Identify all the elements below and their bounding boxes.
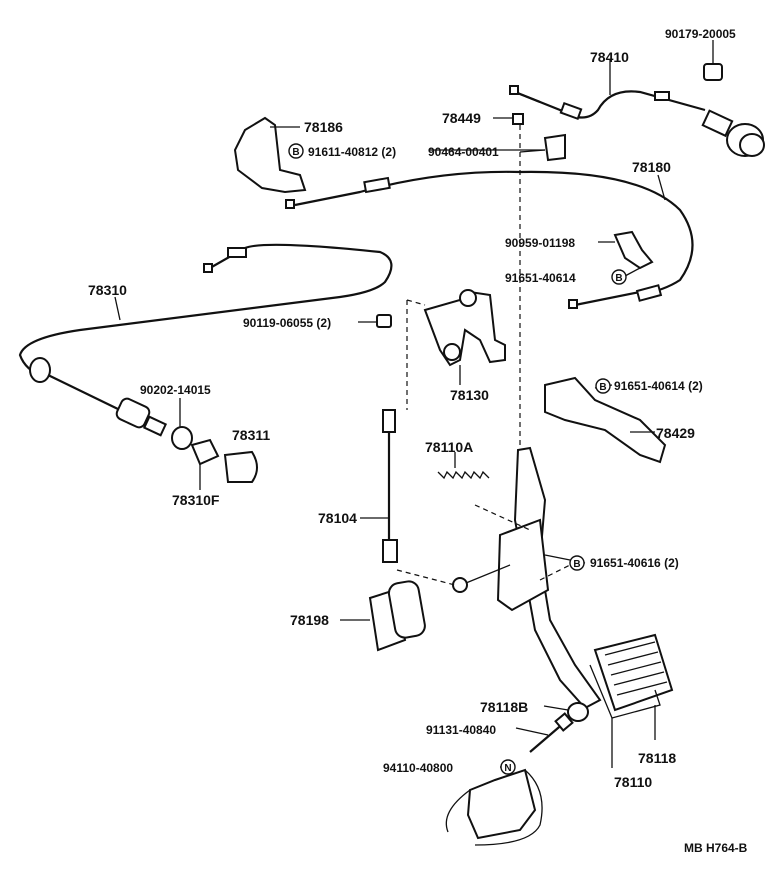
label-78110A: 78110A — [425, 439, 473, 455]
label-78310F: 78310F — [172, 492, 220, 508]
cable-78310 — [18, 243, 393, 380]
label-78118: 78118 — [638, 750, 676, 766]
label-78186: 78186 — [304, 119, 343, 135]
plate-94110 — [445, 768, 543, 846]
label-90202-14015: 90202-14015 — [140, 383, 211, 397]
marker-b-91651a: B — [611, 269, 627, 285]
pedal-pad-78118 — [589, 633, 674, 768]
bracket-78186 — [233, 116, 307, 194]
throttle-cable-78410 — [509, 60, 706, 121]
knob-assembly — [701, 109, 765, 157]
marker-n-94110: N — [500, 759, 516, 775]
label-90464-00401: 90464-00401 — [428, 145, 499, 159]
label-78198: 78198 — [290, 612, 329, 628]
stopper-78118B — [543, 702, 589, 722]
label-78110: 78110 — [614, 774, 652, 790]
rod-78104 — [360, 409, 398, 563]
spring-78110A — [437, 452, 490, 480]
label-78410: 78410 — [590, 49, 629, 65]
bolt-91131 — [515, 712, 574, 753]
clamp-90464 — [519, 133, 566, 162]
label-78429: 78429 — [656, 425, 695, 441]
label-94110-40800: 94110-40800 — [383, 761, 453, 775]
label-90119-06055: 90119-06055 (2) — [243, 316, 331, 330]
bolt-90119 — [358, 314, 392, 328]
label-78130: 78130 — [450, 387, 489, 403]
diagram-code: MB H764-B — [684, 841, 748, 855]
link-78130 — [423, 289, 506, 385]
bracket-90959 — [598, 230, 654, 270]
label-91611-40812: 91611-40812 (2) — [308, 145, 396, 159]
label-78104: 78104 — [318, 510, 357, 526]
label-91131-40840: 91131-40840 — [426, 723, 496, 737]
label-91651-40616: 91651-40616 (2) — [590, 556, 679, 570]
cable-78180 — [285, 170, 694, 309]
pedal-arm-78110 — [452, 446, 602, 710]
label-90179-20005: 90179-20005 — [665, 27, 736, 41]
svg-text:B: B — [292, 147, 299, 158]
label-91651-40614-2: 91651-40614 (2) — [614, 379, 703, 393]
marker-b-91651b: B — [595, 378, 611, 394]
label-91651-40614: 91651-40614 — [505, 271, 576, 285]
bracket-78429 — [544, 376, 667, 464]
nut-90179 — [703, 40, 723, 81]
svg-text:B: B — [615, 273, 622, 284]
boot-78198 — [340, 580, 426, 652]
label-78180: 78180 — [632, 159, 671, 175]
label-90959-01198: 90959-01198 — [505, 236, 575, 250]
marker-b-91611: B — [288, 143, 304, 159]
label-78311: 78311 — [232, 427, 270, 443]
assembly-guide-lines — [396, 125, 571, 586]
label-78310: 78310 — [88, 282, 127, 298]
label-78118B: 78118B — [480, 699, 528, 715]
svg-text:N: N — [504, 763, 511, 774]
cable-end-assembly — [29, 357, 258, 490]
marker-b-91651c: B — [569, 555, 585, 571]
svg-text:B: B — [573, 559, 580, 570]
clip-78449 — [493, 113, 524, 125]
part-labels: 90179-20005 78410 78449 78186 91611-4081… — [88, 27, 748, 855]
svg-text:B: B — [599, 382, 606, 393]
label-78449: 78449 — [442, 110, 481, 126]
